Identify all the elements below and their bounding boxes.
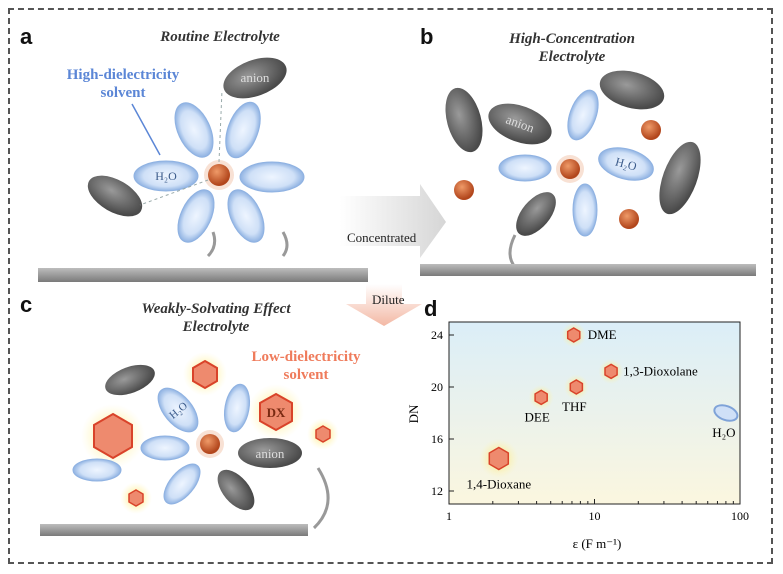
data-point-label: 1,4-Dioxane — [467, 477, 532, 492]
y-tick-label: 16 — [431, 432, 443, 446]
concentrated-arrow — [340, 184, 446, 258]
data-point — [528, 384, 554, 410]
data-point — [598, 358, 624, 384]
panel-b-water-label: H₂O — [614, 154, 639, 173]
panel-c-note-line1: Low-dielectricity — [251, 349, 361, 365]
data-point-label: THF — [562, 399, 587, 414]
panel-c-anion-label: anion — [256, 446, 285, 461]
panel-b-title-line2: Electrolyte — [538, 49, 606, 65]
data-point-label: DME — [588, 327, 617, 342]
figure-frame — [8, 8, 773, 564]
x-axis-label: ε (F m⁻¹) — [573, 536, 622, 551]
y-tick-label: 12 — [431, 484, 443, 498]
panel-a-anion-label: anion — [241, 70, 270, 85]
panel-c-note-line2: solvent — [283, 367, 329, 383]
panel-c-cluster — [40, 352, 339, 536]
panel-b-cluster — [420, 70, 756, 276]
x-tick-label: 10 — [589, 509, 601, 523]
panel-c-title: Weakly-Solvating Effect Electrolyte — [96, 300, 336, 336]
panel-b-letter: b — [420, 24, 434, 49]
dilute-label: Dilute — [372, 292, 405, 307]
panel-a-water-label: H₂O — [155, 169, 177, 183]
panel-b-title-line1: High-Concentration — [509, 31, 635, 47]
data-point — [563, 374, 589, 400]
panel-a-letter: a — [20, 24, 33, 49]
y-tick-label: 24 — [431, 328, 443, 342]
panel-b-title: High-Concentration Electrolyte — [472, 30, 672, 66]
panel-a-note: High-dielectricity solvent — [66, 67, 180, 101]
data-point-label: 1,3-Dioxolane — [623, 363, 698, 378]
data-point — [561, 322, 587, 348]
x-tick-label: 100 — [731, 509, 749, 523]
data-point-label: DEE — [525, 409, 550, 424]
panel-c-title-line1: Weakly-Solvating Effect — [141, 301, 291, 317]
y-axis-label: DN — [406, 404, 421, 423]
y-tick-label: 20 — [431, 380, 443, 394]
data-point-label: H₂O — [712, 425, 735, 440]
concentrated-label: Concentrated — [347, 230, 417, 245]
dilute-arrow — [346, 284, 422, 326]
panel-c-title-line2: Electrolyte — [182, 319, 250, 335]
data-point — [479, 438, 519, 479]
panel-a-title: Routine Electrolyte — [160, 29, 280, 45]
panel-c-dx-label: DX — [267, 405, 286, 420]
panel-a-solvation-shell — [38, 57, 368, 282]
panel-c-letter: c — [20, 292, 33, 317]
x-tick-label: 1 — [446, 509, 452, 523]
panel-c-note: Low-dielectricity solvent — [246, 348, 366, 384]
data-point — [713, 404, 739, 422]
panel-d-letter: d — [424, 296, 438, 321]
